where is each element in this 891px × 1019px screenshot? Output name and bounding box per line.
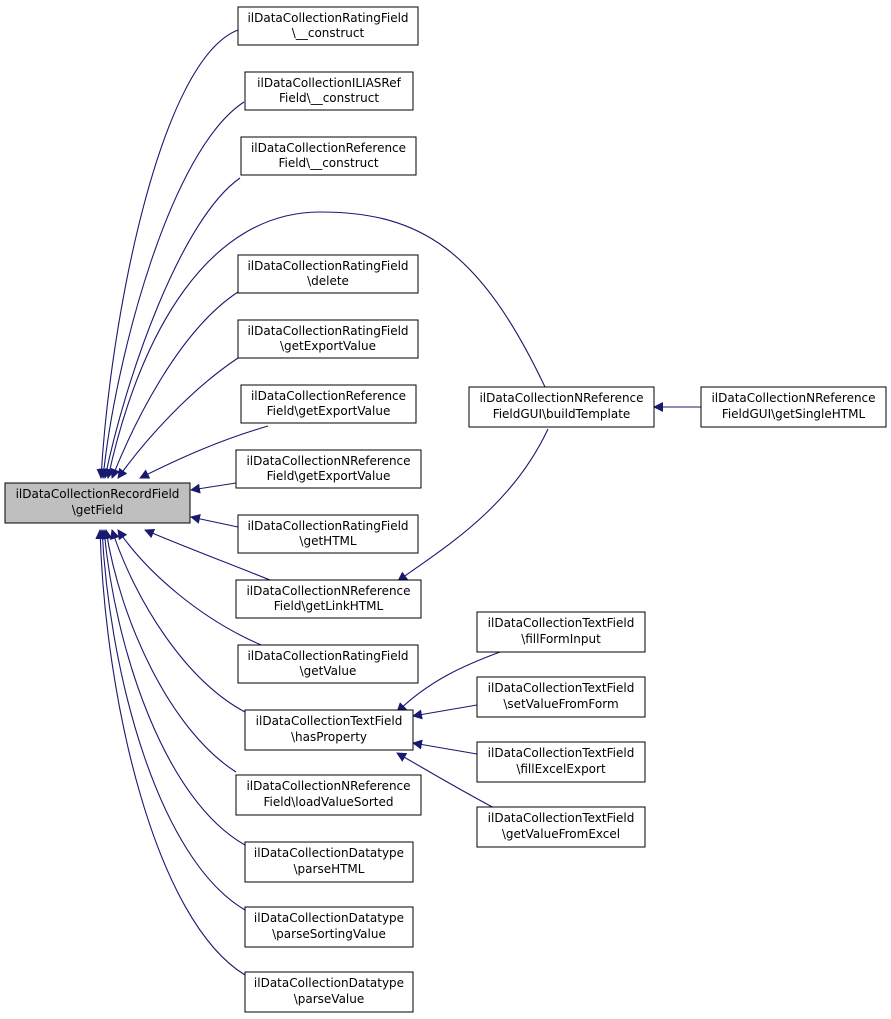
node-iliasref-construct-line1: ilDataCollectionILIASRef (257, 76, 401, 90)
node-nreference-getlinkhtml[interactable]: ilDataCollectionNReference Field\getLink… (235, 579, 422, 619)
node-datatype-parsevalue[interactable]: ilDataCollectionDatatype \parseValue (244, 971, 414, 1013)
node-text-getvaluefromexcel[interactable]: ilDataCollectionTextField \getValueFromE… (476, 806, 646, 848)
node-rating-delete-line1: ilDataCollectionRatingField (247, 259, 408, 273)
node-nrefgui-buildtemplate[interactable]: ilDataCollectionNReference FieldGUI\buil… (468, 386, 655, 428)
node-text-fillforminput-line1: ilDataCollectionTextField (488, 616, 635, 630)
node-rating-getexportvalue-line2: \getExportValue (280, 339, 376, 353)
edge-hasproperty-to-getfield (110, 529, 246, 713)
node-text-hasproperty-line2: \hasProperty (291, 730, 367, 744)
node-text-fillforminput[interactable]: ilDataCollectionTextField \fillFormInput (476, 611, 646, 653)
node-rating-construct[interactable]: ilDataCollectionRatingField \__construct (237, 6, 419, 46)
node-rating-gethtml-line1: ilDataCollectionRatingField (247, 519, 408, 533)
edge-parsevalue-to-getfield (95, 529, 246, 976)
node-datatype-parsesortingvalue-line2: \parseSortingValue (272, 927, 386, 941)
node-nrefgui-getsinglehtml-line2: FieldGUI\getSingleHTML (722, 407, 866, 421)
edges-group (95, 29, 701, 976)
node-text-hasproperty[interactable]: ilDataCollectionTextField \hasProperty (244, 709, 414, 751)
node-reference-getexportvalue-line1: ilDataCollectionReference (251, 389, 406, 403)
node-text-setvaluefromform-line1: ilDataCollectionTextField (488, 681, 635, 695)
node-rating-getexportvalue-line1: ilDataCollectionRatingField (247, 324, 408, 338)
node-rating-construct-line2: \__construct (292, 26, 365, 40)
node-nreference-loadvaluesorted-line2: Field\loadValueSorted (264, 795, 394, 809)
edge-buildtemplate-to-getlinkhtml (397, 428, 549, 582)
node-text-fillexcelexport-line1: ilDataCollectionTextField (488, 746, 635, 760)
node-nreference-getlinkhtml-line1: ilDataCollectionNReference (246, 584, 410, 598)
edge-fillexcelexport-to-hasproperty (412, 739, 478, 755)
edge-rating-construct-to-getfield (96, 29, 239, 479)
edge-rating-delete-to-getfield (110, 291, 239, 479)
node-iliasref-construct[interactable]: ilDataCollectionILIASRef Field\__constru… (244, 71, 414, 111)
node-nreference-getexportvalue[interactable]: ilDataCollectionNReference Field\getExpo… (235, 449, 422, 489)
node-datatype-parsevalue-line2: \parseValue (294, 992, 365, 1006)
node-text-getvaluefromexcel-line2: \getValueFromExcel (502, 827, 620, 841)
edge-parsehtml-to-getfield (99, 529, 246, 846)
node-nreference-loadvaluesorted[interactable]: ilDataCollectionNReference Field\loadVal… (235, 774, 422, 816)
node-datatype-parsesortingvalue-line1: ilDataCollectionDatatype (254, 911, 404, 925)
node-nrefgui-getsinglehtml[interactable]: ilDataCollectionNReference FieldGUI\getS… (700, 386, 887, 428)
node-nrefgui-getsinglehtml-line1: ilDataCollectionNReference (711, 391, 875, 405)
node-nreference-getexportvalue-line2: Field\getExportValue (267, 469, 391, 483)
node-recordfield-getfield-line1: ilDataCollectionRecordField (16, 487, 180, 501)
edge-rating-gethtml-to-getfield (190, 513, 239, 528)
edge-getlinkhtml-to-getfield (144, 528, 271, 581)
node-rating-construct-line1: ilDataCollectionRatingField (247, 11, 408, 25)
node-datatype-parsevalue-line1: ilDataCollectionDatatype (254, 976, 404, 990)
node-nrefgui-buildtemplate-line2: FieldGUI\buildTemplate (493, 407, 631, 421)
node-text-fillforminput-line2: \fillFormInput (521, 632, 601, 646)
edge-setvaluefromform-to-hasproperty (412, 704, 478, 720)
node-text-hasproperty-line1: ilDataCollectionTextField (256, 714, 403, 728)
edge-loadvaluesorted-to-getfield (102, 529, 237, 773)
node-rating-delete-line2: \delete (307, 274, 349, 288)
node-rating-gethtml-line2: \getHTML (299, 534, 356, 548)
node-rating-getvalue-line1: ilDataCollectionRatingField (247, 649, 408, 663)
node-datatype-parsehtml[interactable]: ilDataCollectionDatatype \parseHTML (244, 841, 414, 883)
node-nreference-loadvaluesorted-line1: ilDataCollectionNReference (246, 779, 410, 793)
edge-rating-getvalue-to-getfield (117, 529, 267, 648)
edge-fillforminput-to-hasproperty (396, 651, 501, 713)
edge-rating-getexportvalue-to-getfield (117, 357, 239, 479)
node-reference-getexportvalue[interactable]: ilDataCollectionReference Field\getExpor… (240, 384, 417, 424)
edge-getvaluefromexcel-to-hasproperty (396, 752, 499, 811)
node-datatype-parsehtml-line1: ilDataCollectionDatatype (254, 846, 404, 860)
node-rating-getvalue-line2: \getValue (300, 664, 357, 678)
node-rating-getvalue[interactable]: ilDataCollectionRatingField \getValue (237, 644, 419, 684)
node-text-getvaluefromexcel-line1: ilDataCollectionTextField (488, 811, 635, 825)
edge-parsesortingvalue-to-getfield (97, 529, 246, 911)
node-rating-gethtml[interactable]: ilDataCollectionRatingField \getHTML (237, 514, 419, 554)
node-reference-construct-line2: Field\__construct (278, 156, 378, 170)
edge-reference-getexportvalue-to-getfield (139, 425, 269, 479)
node-nreference-getexportvalue-line1: ilDataCollectionNReference (246, 454, 410, 468)
node-datatype-parsesortingvalue[interactable]: ilDataCollectionDatatype \parseSortingVa… (244, 906, 414, 948)
node-reference-construct-line1: ilDataCollectionReference (251, 141, 406, 155)
node-recordfield-getfield-line2: \getField (72, 503, 123, 517)
edge-reference-construct-to-getfield (101, 177, 241, 479)
node-nreference-getlinkhtml-line2: Field\getLinkHTML (274, 599, 384, 613)
node-text-fillexcelexport[interactable]: ilDataCollectionTextField \fillExcelExpo… (476, 741, 646, 783)
edge-nreference-getexportvalue-to-getfield (190, 482, 237, 494)
node-text-setvaluefromform-line2: \setValueFromForm (503, 697, 618, 711)
nodes-group: ilDataCollectionRecordField \getField il… (4, 6, 887, 1013)
node-recordfield-getfield[interactable]: ilDataCollectionRecordField \getField (4, 482, 191, 524)
edge-buildtemplate-to-getfield (105, 211, 546, 479)
node-reference-construct[interactable]: ilDataCollectionReference Field\__constr… (240, 136, 417, 176)
edge-iliasref-construct-to-getfield (98, 101, 245, 479)
node-reference-getexportvalue-line2: Field\getExportValue (267, 404, 391, 418)
node-rating-getexportvalue[interactable]: ilDataCollectionRatingField \getExportVa… (237, 319, 419, 359)
node-datatype-parsehtml-line2: \parseHTML (294, 862, 365, 876)
node-text-fillexcelexport-line2: \fillExcelExport (516, 762, 606, 776)
node-text-setvaluefromform[interactable]: ilDataCollectionTextField \setValueFromF… (476, 676, 646, 718)
node-nrefgui-buildtemplate-line1: ilDataCollectionNReference (479, 391, 643, 405)
node-iliasref-construct-line2: Field\__construct (279, 91, 379, 105)
node-rating-delete[interactable]: ilDataCollectionRatingField \delete (237, 254, 419, 294)
